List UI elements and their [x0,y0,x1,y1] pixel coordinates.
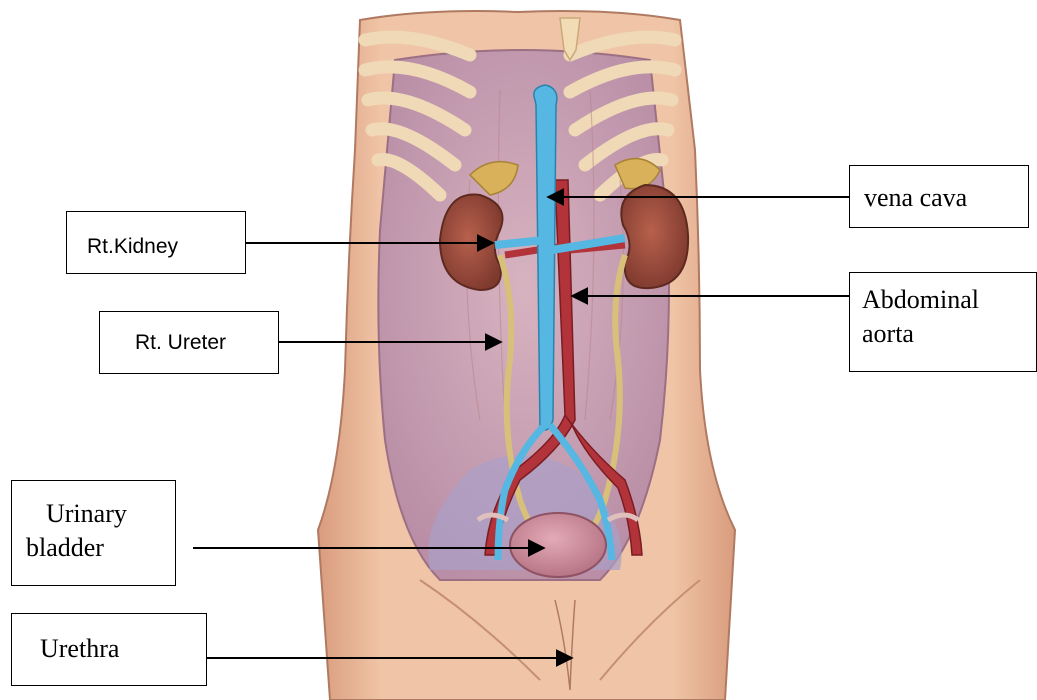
urinary-bladder [510,513,606,577]
label-vena-cava: vena cava [849,165,1029,228]
label-abdominal-aorta-line1: Abdominal [862,283,1036,317]
left-kidney [621,185,688,288]
label-rt-ureter: Rt. Ureter [99,311,279,374]
label-rt-kidney-text: Rt.Kidney [87,232,245,262]
label-urinary-bladder-line1: Urinary [26,497,175,531]
label-abdominal-aorta-line2: aorta [862,317,1036,351]
label-urinary-bladder: Urinary bladder [11,480,176,586]
label-rt-kidney: Rt.Kidney [66,211,246,274]
label-urethra-text: Urethra [40,632,206,666]
label-abdominal-aorta: Abdominal aorta [849,272,1037,372]
label-vena-cava-text: vena cava [864,181,1028,215]
label-rt-ureter-text: Rt. Ureter [135,328,278,358]
label-urethra: Urethra [11,613,207,686]
label-urinary-bladder-line2: bladder [26,531,175,565]
